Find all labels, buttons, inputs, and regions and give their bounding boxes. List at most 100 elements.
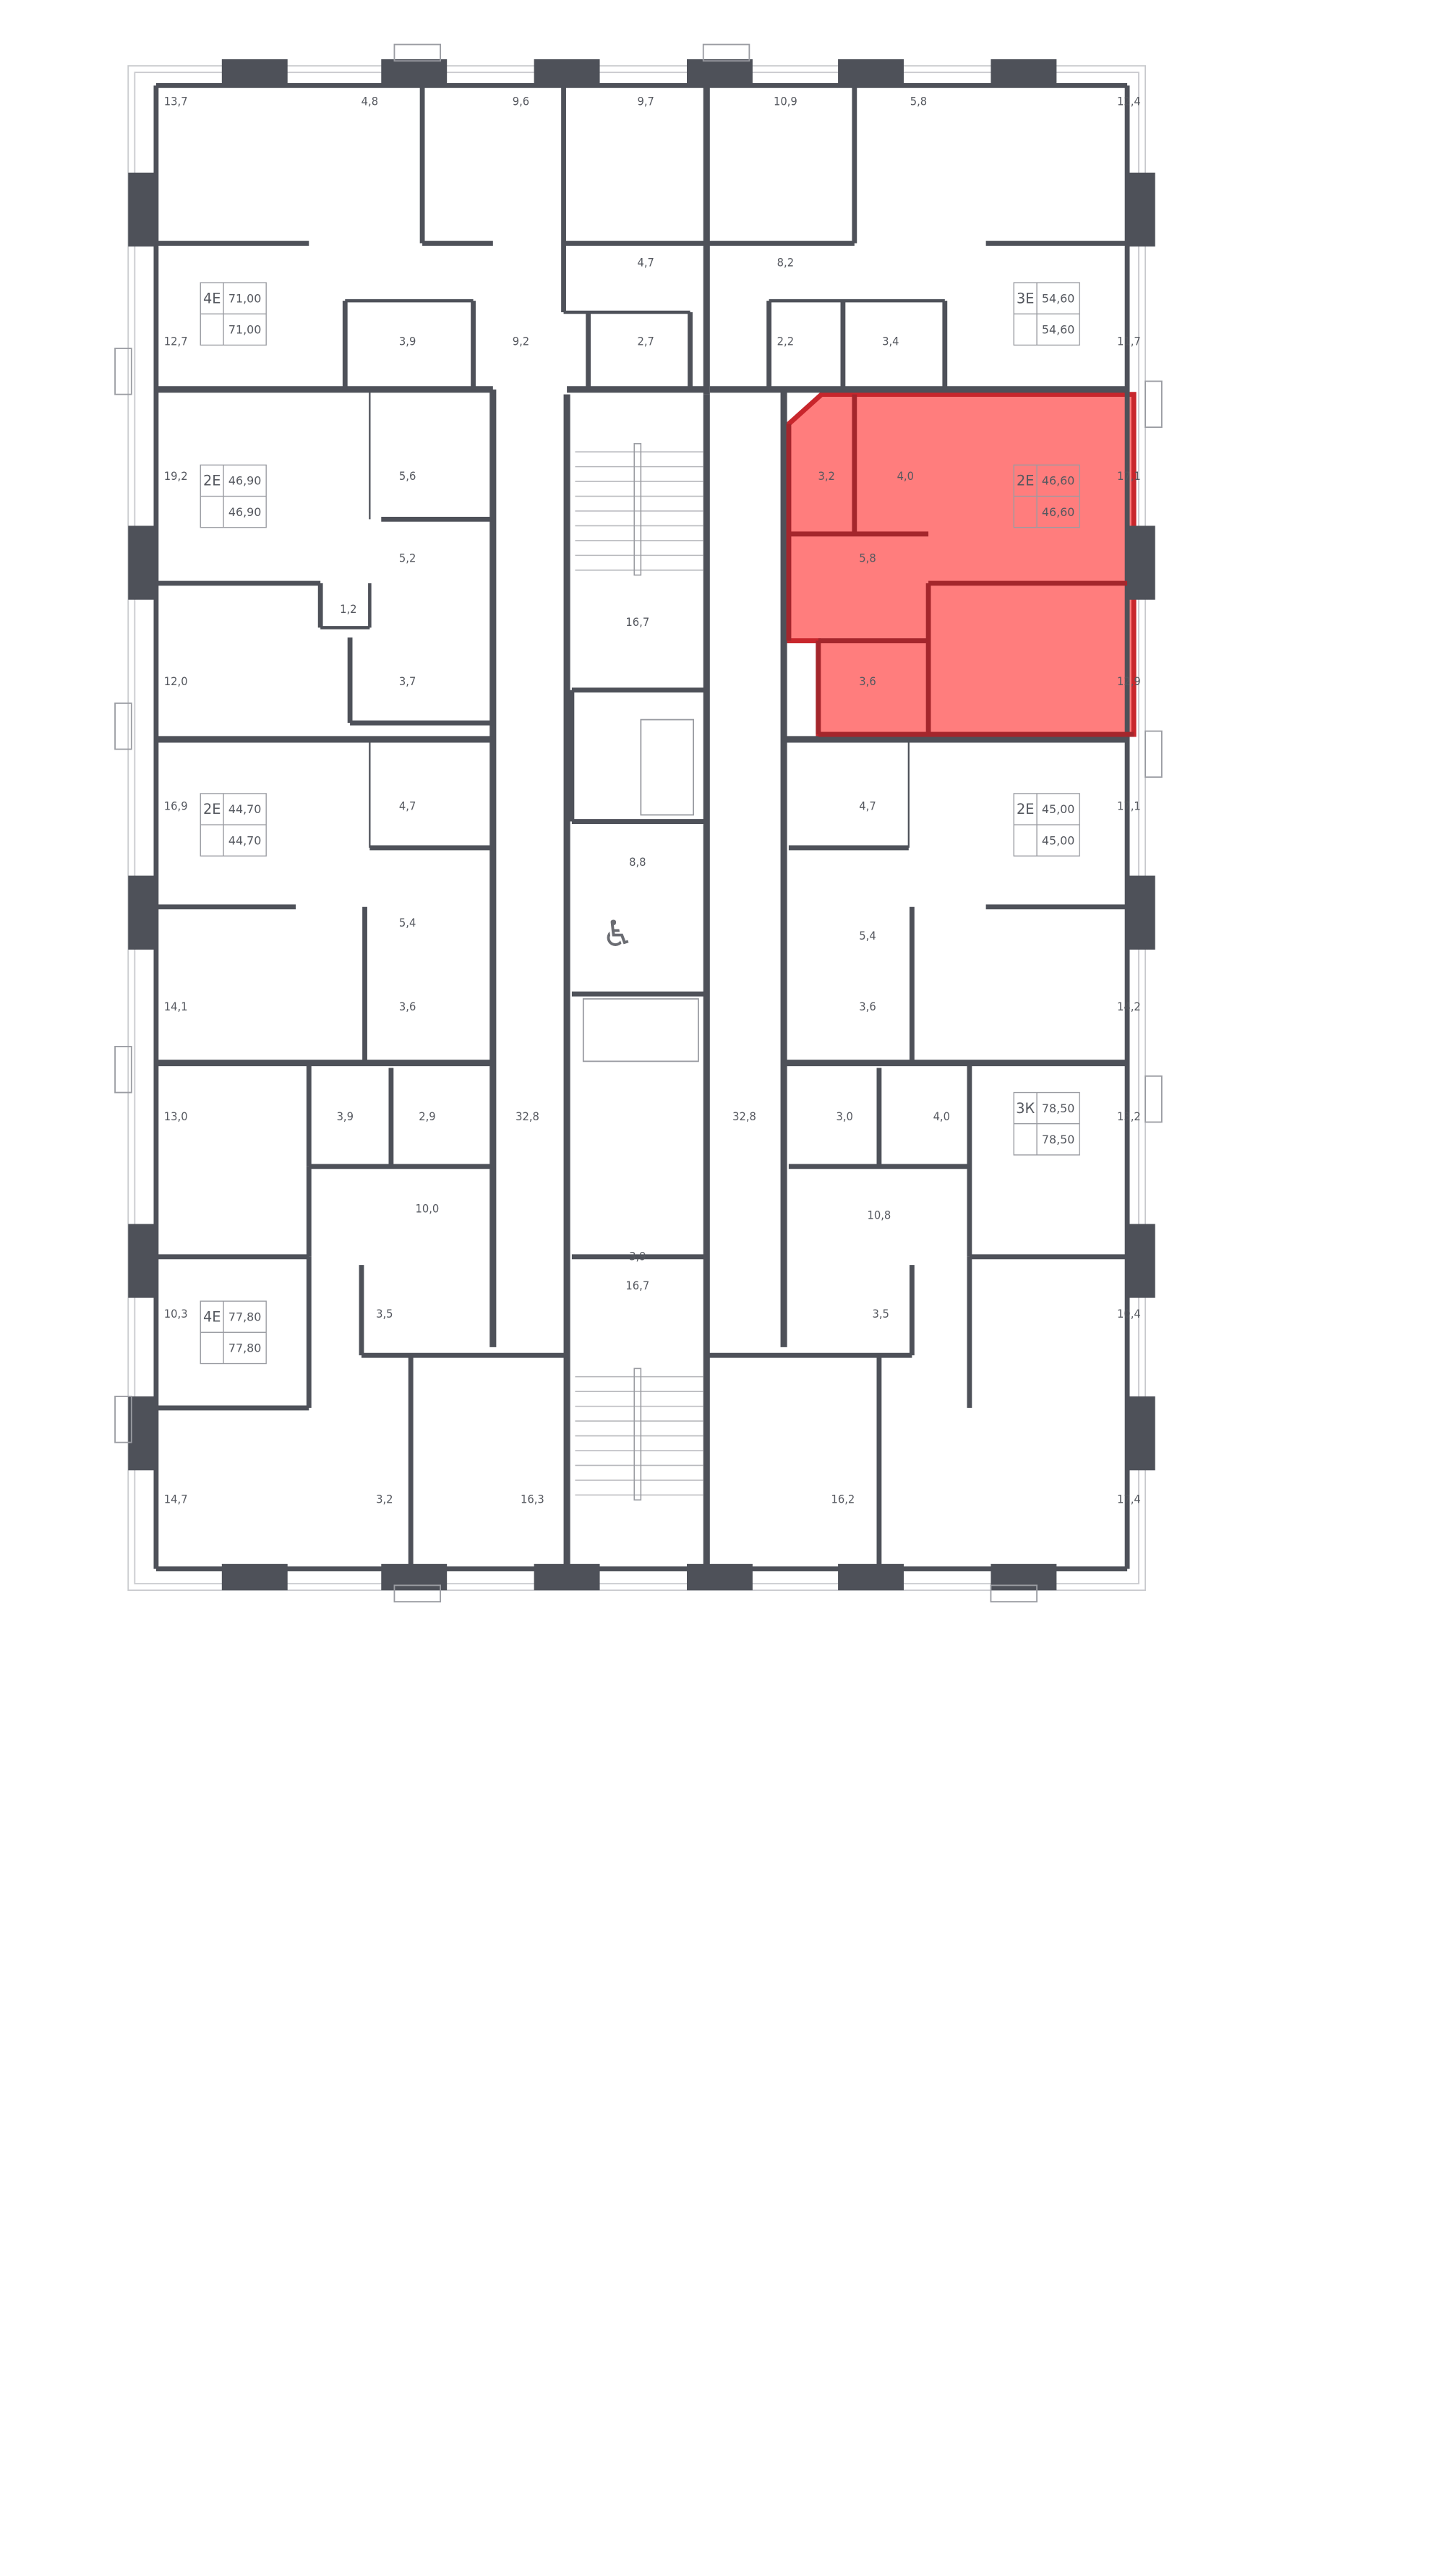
apartment-area-living: 77,80 [228,1341,262,1355]
apartment-badge[interactable]: 2Е 44,70 44,70 [200,793,267,856]
window-icon [114,703,132,750]
room-area-label: 3,9 [337,1109,354,1123]
apartment-area-living: 46,60 [1042,505,1075,519]
wall-pier [128,875,156,950]
apartment-type: 2Е [203,801,221,817]
apartment-type: 4Е [203,290,221,306]
room-area-label: 3,0 [836,1109,852,1123]
elevator-shaft [582,998,699,1062]
apartment-badge[interactable]: 2Е 45,00 45,00 [1013,793,1080,856]
elevator-shaft [640,718,695,816]
wall-pier [221,59,288,86]
room-area-label: 32,8 [515,1109,539,1123]
room-area-label: 8,2 [777,255,794,269]
apartment-area-living: 54,60 [1042,322,1075,336]
wall-pier [534,59,600,86]
wall-pier [128,1224,156,1298]
wall-pier [1127,875,1155,950]
window-icon [393,43,442,62]
room-area-label: 12,4 [1117,95,1141,108]
room-area-label: 3,7 [399,674,416,688]
wall-pier [221,1563,288,1591]
window-icon [990,1584,1038,1603]
room-area-label: 14,7 [164,1493,188,1506]
apartment-type: 3Е [1017,290,1034,306]
room-area-label: 14,2 [1117,1000,1141,1013]
apartment-area-living: 45,00 [1042,833,1075,847]
room-area-label: 17,4 [1117,1493,1141,1506]
selected-apartment-highlight[interactable] [786,392,1137,737]
room-area-label: 13,0 [164,1109,188,1123]
room-area-label: 16,2 [831,1493,855,1506]
room-area-label: 3,5 [872,1307,889,1321]
stair-rail [633,1368,642,1500]
room-area-label: 2,2 [777,334,794,348]
apartment-type: 3К [1016,1100,1035,1117]
window-icon [1145,380,1163,429]
room-area-label: 3,6 [859,674,876,688]
room-area-label: 4,0 [897,469,914,483]
wall-pier [128,1396,156,1471]
apartment-area-total: 71,00 [228,291,262,305]
wall-pier [991,59,1057,86]
wall-pier [381,59,448,86]
room-area-label: 1,2 [340,602,356,616]
room-area-label: 12,7 [164,334,188,348]
room-area-label: 5,8 [910,95,927,108]
room-area-label: 5,2 [399,551,416,564]
apartment-type: 2Е [203,473,221,489]
window-icon [114,1046,132,1094]
wall-pier [381,1563,448,1591]
apartment-area-total: 45,00 [1042,802,1075,816]
wall-pier [1127,172,1155,247]
room-area-label: 5,8 [859,551,876,564]
room-area-label: 4,8 [362,95,378,108]
room-area-label: 4,7 [399,799,416,813]
wall-pier [1127,1224,1155,1298]
room-area-label: 2,7 [637,334,654,348]
room-area-label: 17,1 [1117,469,1141,483]
room-area-label: 12,9 [1117,674,1141,688]
room-area-label: 5,6 [399,469,416,483]
wall-pier [687,1563,753,1591]
staircases: ♿ [575,443,703,1500]
room-area-label: 16,7 [625,615,649,629]
apartment-area-living: 44,70 [228,833,262,847]
window-icon [114,1396,132,1443]
room-area-label: 3,6 [859,1000,876,1013]
wall-pier [687,59,753,86]
wall-pier [128,525,156,600]
room-area-label: 5,4 [399,916,416,929]
room-area-label: 14,1 [164,1000,188,1013]
room-area-label: 4,7 [859,799,876,813]
window-icon [702,43,750,62]
room-area-label: 4,7 [637,255,654,269]
apartment-area-living: 46,90 [228,505,262,519]
wall-piers [114,43,1163,1603]
room-area-label: 10,4 [1117,1307,1141,1321]
window-icon [393,1584,442,1603]
apartment-area-total: 44,70 [228,802,262,816]
room-area-label: 9,6 [513,95,529,108]
wheelchair-icon: ♿ [602,913,634,955]
room-area-label: 10,0 [416,1201,440,1215]
wall-pier [534,1563,600,1591]
walls [153,82,1134,1572]
room-area-label: 5,4 [859,929,876,943]
wall-pier [128,172,156,247]
building-outline [127,65,1146,1592]
room-area-label: 16,3 [521,1493,544,1506]
room-area-label: 4,0 [933,1109,950,1123]
apartment-type: 4Е [203,1308,221,1325]
apartment-type: 2Е [1017,801,1034,817]
room-area-label: 3,9 [399,334,416,348]
